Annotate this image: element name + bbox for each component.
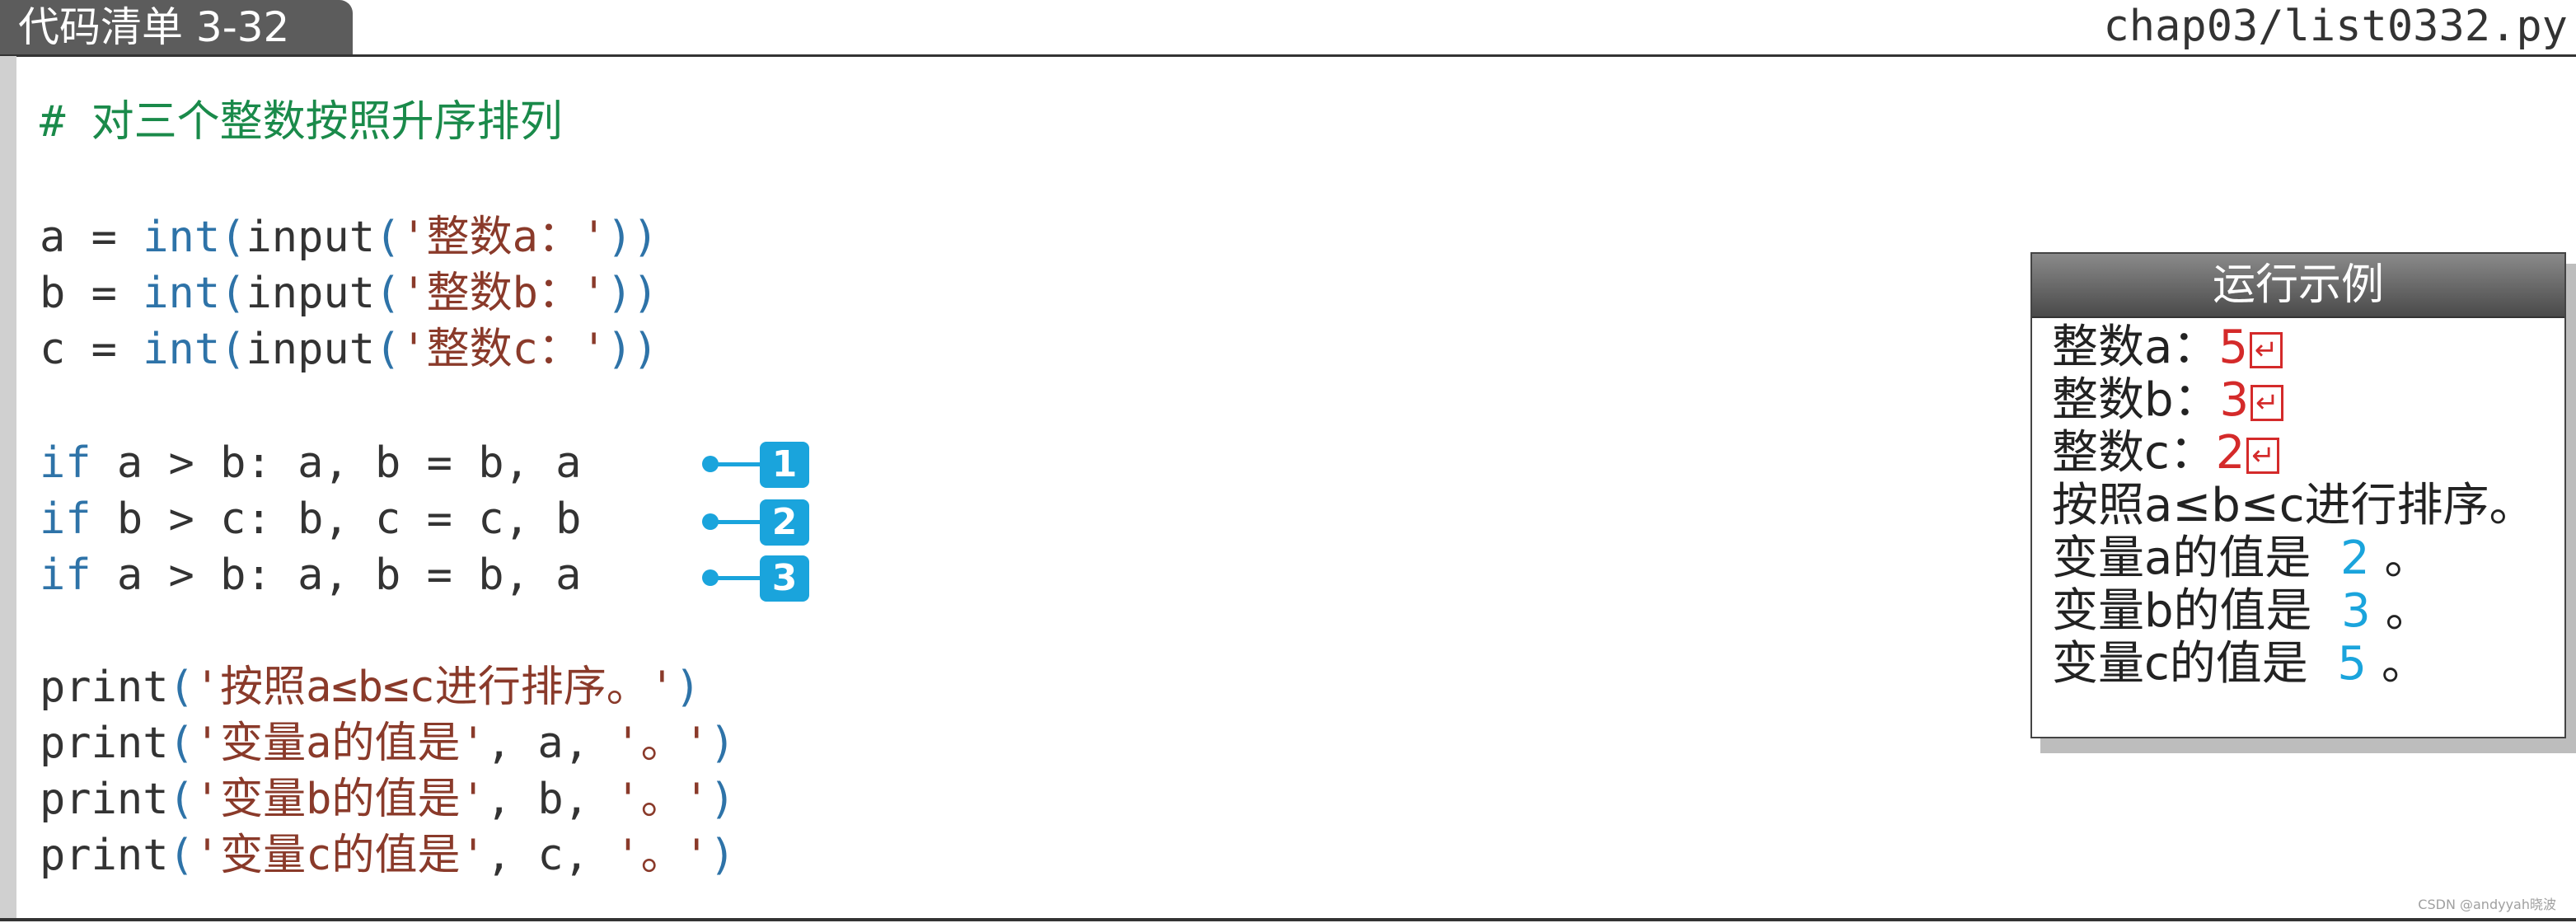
run-example-panel: 运行示例 整数a：5↵ 整数b：3↵ 整数c：2↵ 按照a≤b≤c进行排序。 变… <box>2030 252 2566 738</box>
code-comment: # 对三个整数按照升序排列 <box>40 97 563 147</box>
code-line-swap-2: if b > c: b, c = c, b <box>40 494 582 544</box>
callout-badge-3: 3 <box>760 555 809 602</box>
run-output-line: 变量c的值是 5 。 <box>2052 637 2428 691</box>
callout-line <box>710 576 761 580</box>
listing-filename: chap03/list0332.py <box>2103 2 2568 51</box>
run-input-line: 整数a：5↵ <box>2052 321 2536 374</box>
code-line-print-3: print('变量b的值是', b, '。') <box>40 775 736 824</box>
enter-key-icon: ↵ <box>2249 331 2283 368</box>
code-line-assign-b: b = int(input('整数b：')) <box>40 269 658 318</box>
listing-title: 代码清单 3-32 <box>18 3 290 51</box>
run-example-header: 运行示例 <box>2032 254 2564 318</box>
code-line-assign-c: c = int(input('整数c：')) <box>40 325 658 374</box>
callout-badge-2: 2 <box>760 499 809 546</box>
run-output-line: 变量a的值是 2 。 <box>2052 532 2431 585</box>
run-input-line: 整数c：2↵ <box>2052 427 2536 480</box>
code-line-print-2: print('变量a的值是', a, '。') <box>40 719 736 768</box>
bottom-divider <box>0 918 2576 921</box>
code-line-swap-1: if a > b: a, b = b, a <box>40 438 582 488</box>
left-margin-bar <box>0 56 16 918</box>
code-line-print-4: print('变量c的值是', c, '。') <box>40 831 736 880</box>
code-line-swap-3: if a > b: a, b = b, a <box>40 551 582 600</box>
enter-key-icon: ↵ <box>2250 384 2284 421</box>
code-line-print-1: print('按照a≤b≤c进行排序。') <box>40 663 701 712</box>
callout-line <box>710 462 761 466</box>
listing-title-tab: 代码清单 3-32 <box>0 0 353 54</box>
top-divider <box>0 54 2576 57</box>
run-input-line: 整数b：3↵ <box>2052 374 2536 427</box>
run-example-output: 整数a：5↵ 整数b：3↵ 整数c：2↵ 按照a≤b≤c进行排序。 变量a的值是… <box>2052 321 2536 691</box>
watermark: CSDN @andyyah晓波 <box>2418 897 2556 912</box>
code-line-assign-a: a = int(input('整数a：')) <box>40 213 658 262</box>
callout-line <box>710 520 761 524</box>
run-example-title: 运行示例 <box>2212 260 2384 310</box>
run-output-line: 变量b的值是 3 。 <box>2052 584 2432 638</box>
callout-badge-1: 1 <box>760 442 809 488</box>
run-message-line: 按照a≤b≤c进行排序。 <box>2052 479 2536 532</box>
enter-key-icon: ↵ <box>2246 437 2280 474</box>
